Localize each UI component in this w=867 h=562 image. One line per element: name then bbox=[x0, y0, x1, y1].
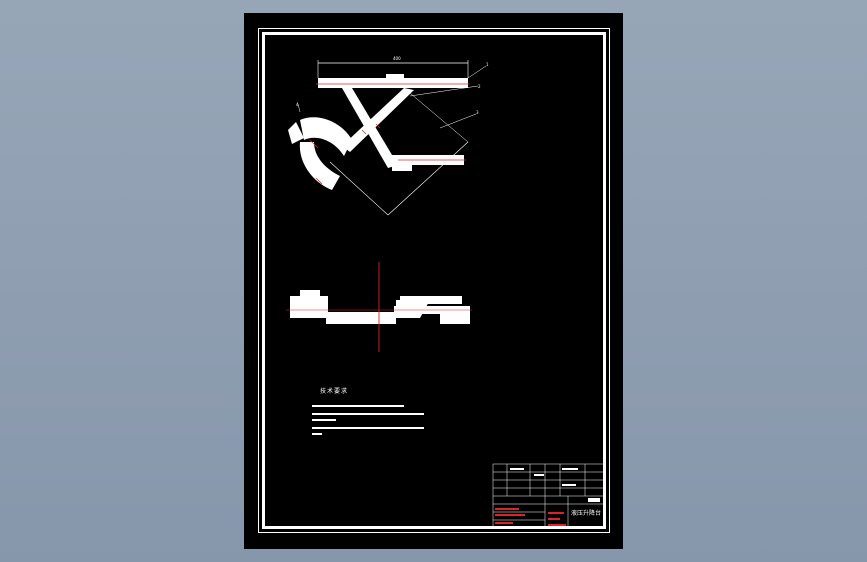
svg-text:2: 2 bbox=[478, 84, 481, 89]
drawing-border-outer bbox=[258, 28, 610, 533]
scissor-arm-2 bbox=[342, 88, 414, 152]
cylinder-mount bbox=[300, 117, 352, 156]
centerlines-top bbox=[309, 83, 470, 185]
title-block-fill-marks bbox=[510, 468, 600, 502]
note-text-lines bbox=[312, 405, 424, 435]
platform bbox=[318, 78, 468, 88]
tech-heading: 技术要求 bbox=[320, 388, 349, 395]
drawing-sheet bbox=[244, 13, 623, 549]
title-block-red-marks bbox=[495, 508, 566, 526]
lift-table-elevation bbox=[288, 60, 487, 216]
title-block bbox=[492, 463, 605, 528]
drawing-title: 液压升降台 bbox=[571, 510, 602, 517]
balloon-labels: 1 2 3 4 bbox=[296, 62, 489, 115]
svg-text:1: 1 bbox=[486, 62, 489, 67]
lift-table-plan bbox=[290, 290, 470, 324]
drawing-border-inner bbox=[262, 32, 606, 529]
dimension-text: 400 bbox=[393, 56, 401, 61]
svg-text:3: 3 bbox=[476, 110, 479, 115]
svg-text:4: 4 bbox=[296, 102, 299, 107]
